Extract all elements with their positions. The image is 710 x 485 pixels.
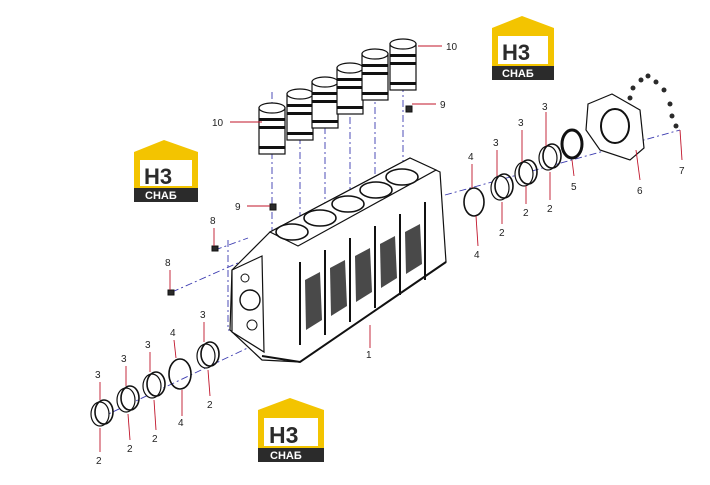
callout-2-l2: 2 <box>127 444 133 455</box>
logo-mark: H3 <box>144 164 172 189</box>
callout-3-r2: 3 <box>518 118 524 129</box>
callout-2-l4: 2 <box>207 400 213 411</box>
callout-4-r1: 4 <box>468 152 474 163</box>
callout-1: 1 <box>366 350 372 361</box>
callout-4-l2: 4 <box>178 418 184 429</box>
engine-block <box>229 157 447 364</box>
logo-caption: СНАБ <box>145 190 177 202</box>
logo-watermark-top-right: H3 СНАБ <box>492 16 554 80</box>
callout-7: 7 <box>679 166 685 177</box>
callout-9-left: 9 <box>235 202 241 213</box>
callout-8-lower: 8 <box>165 258 171 269</box>
callout-3-l4: 3 <box>200 310 206 321</box>
logo-caption: СНАБ <box>502 68 534 80</box>
callout-3-l2: 3 <box>121 354 127 365</box>
callout-8-upper: 8 <box>210 216 216 227</box>
callout-6: 6 <box>637 186 643 197</box>
logo-watermark-bottom: H3 СНАБ <box>258 398 324 462</box>
leader-lines <box>99 45 683 452</box>
callout-5: 5 <box>571 182 577 193</box>
callout-2-r3: 2 <box>547 204 553 215</box>
cylinder-liners <box>258 38 417 155</box>
callouts: 10 10 9 9 8 8 1 3 2 3 2 3 2 4 4 3 2 4 4 … <box>95 42 685 467</box>
logo-mark: H3 <box>269 422 298 448</box>
logo-caption: СНАБ <box>270 450 302 462</box>
callout-3-r3: 3 <box>542 102 548 113</box>
callout-9-right: 9 <box>440 100 446 111</box>
callout-2-l1: 2 <box>96 456 102 467</box>
callout-10-top: 10 <box>446 42 458 53</box>
right-bearings <box>463 73 679 217</box>
callout-10-left: 10 <box>212 118 224 129</box>
callout-3-l1: 3 <box>95 370 101 381</box>
left-bearings <box>90 341 220 427</box>
callout-2-r2: 2 <box>523 208 529 219</box>
plugs <box>167 105 413 296</box>
callout-3-r1: 3 <box>493 138 499 149</box>
callout-2-l3: 2 <box>152 434 158 445</box>
callout-4-r2: 4 <box>474 250 480 261</box>
callout-3-l3: 3 <box>145 340 151 351</box>
logo-mark: H3 <box>502 40 530 65</box>
logo-watermark-left: H3 СНАБ <box>134 140 198 202</box>
callout-4-l1: 4 <box>170 328 176 339</box>
callout-2-r1: 2 <box>499 228 505 239</box>
